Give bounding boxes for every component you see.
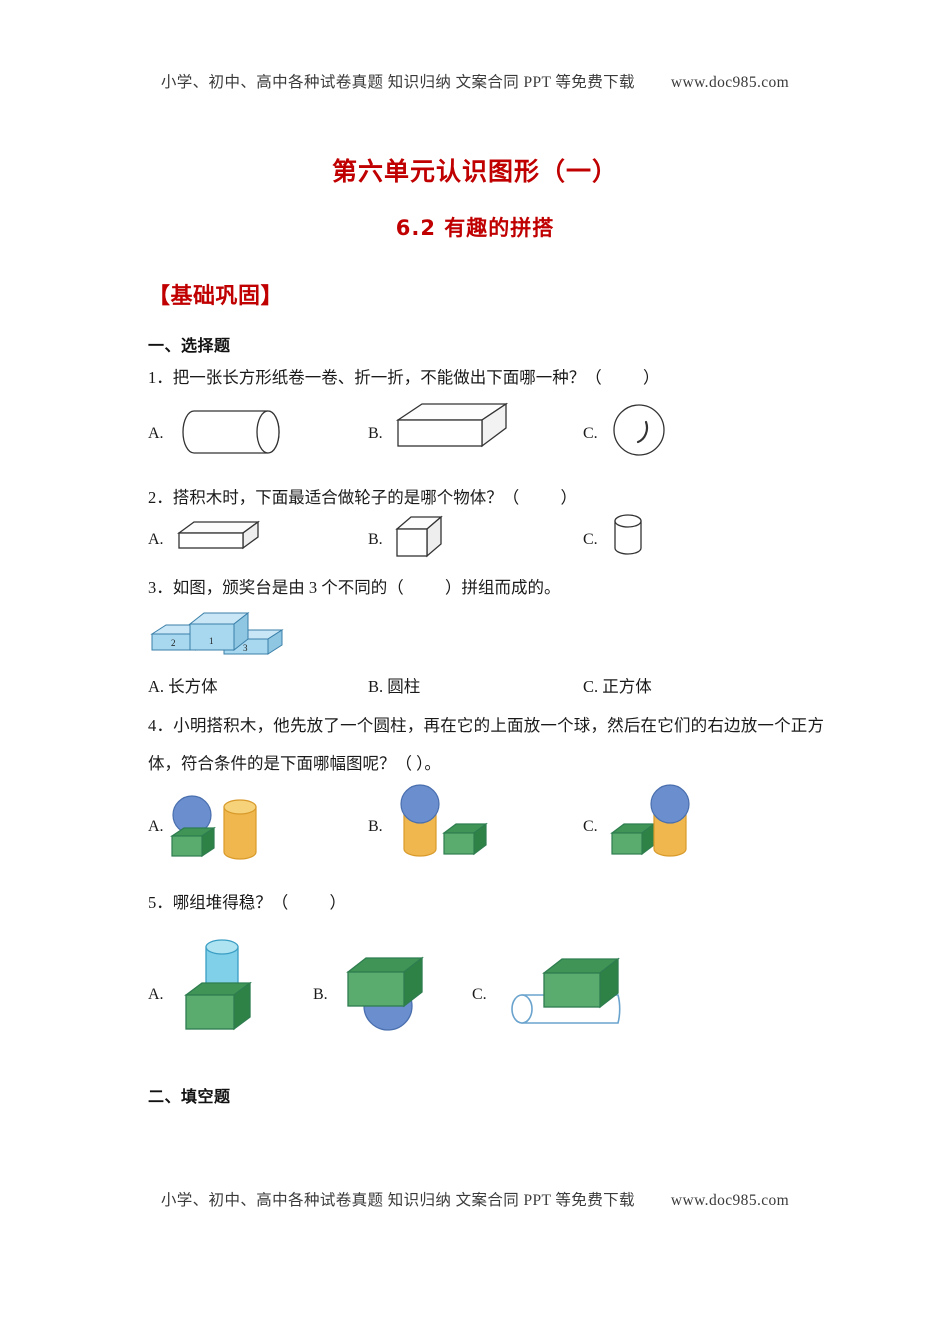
q3-option-c[interactable]: C. 正方体 [583, 673, 652, 697]
watermark-bottom-text: 小学、初中、高中各种试卷真题 知识归纳 文案合同 PPT 等免费下载 [160, 1192, 635, 1209]
section-basic-heading: 【基础巩固】 [148, 284, 284, 309]
q2-option-c-label[interactable]: C. [583, 531, 598, 548]
q1-option-c-shape-sphere-outline [608, 400, 670, 460]
q1-option-b-shape-cuboid [392, 398, 512, 460]
q3-option-b-text: 圆柱 [387, 677, 421, 696]
q3-option-a-text: 长方体 [168, 677, 218, 696]
question-1-text: 1．把一张长方形纸卷一卷、折一折，不能做出下面哪一种？（ ） [148, 368, 660, 387]
q3-option-a-label: A. [148, 677, 165, 696]
q4-option-a-shape [164, 792, 270, 864]
q5-option-a-label[interactable]: A. [148, 986, 164, 1003]
question-5-text: 5．哪组堆得稳？（ ） [148, 893, 346, 912]
watermark-top-url: www.doc985.com [670, 74, 790, 91]
q1-option-c-label[interactable]: C. [583, 425, 598, 442]
q3-option-b-label: B. [368, 677, 384, 696]
q3-option-c-label: C. [583, 677, 599, 696]
podium-block-label-3: 3 [243, 643, 248, 653]
watermark-bottom: 小学、初中、高中各种试卷真题 知识归纳 文案合同 PPT 等免费下载 www.do… [0, 1188, 950, 1210]
q5-option-b-label[interactable]: B. [313, 986, 328, 1003]
q4-option-c-shape [604, 783, 714, 865]
q4-option-b-shape [386, 783, 496, 865]
q4-option-a-label[interactable]: A. [148, 818, 164, 835]
q3-option-a[interactable]: A. 长方体 [148, 673, 218, 697]
q4-option-c-label[interactable]: C. [583, 818, 598, 835]
unit-title: 第六单元认识图形（一） [331, 157, 618, 186]
q3-option-b[interactable]: B. 圆柱 [368, 673, 420, 697]
q1-option-a-label[interactable]: A. [148, 425, 164, 442]
q5-option-c-shape [500, 945, 650, 1040]
podium-block-label-1: 1 [209, 636, 214, 646]
q1-option-a-shape-cylinder-horizontal [180, 405, 285, 460]
q2-option-b-label[interactable]: B. [368, 531, 383, 548]
question-3-text: 3．如图，颁奖台是由 3 个不同的（ ）拼组而成的。 [148, 578, 561, 597]
section-fill-heading: 二、填空题 [148, 1087, 231, 1106]
q2-option-a-shape-cuboid-flat [174, 515, 266, 560]
question-4-text: 4．小明搭积木，他先放了一个圆柱，再在它的上面放一个球，然后在它们的右边放一个正… [148, 716, 824, 773]
watermark-top-text: 小学、初中、高中各种试卷真题 知识归纳 文案合同 PPT 等免费下载 [160, 74, 635, 91]
q3-option-c-text: 正方体 [602, 677, 652, 696]
podium-block-label-2: 2 [171, 638, 176, 648]
q5-option-c-label[interactable]: C. [472, 986, 487, 1003]
q2-option-c-shape-cylinder-vertical [608, 510, 650, 562]
q1-option-b-label[interactable]: B. [368, 425, 383, 442]
q3-podium-image: 2 3 1 [148, 608, 286, 660]
q5-option-a-shape [172, 925, 272, 1035]
section-choice-heading: 一、选择题 [148, 336, 231, 355]
watermark-top: 小学、初中、高中各种试卷真题 知识归纳 文案合同 PPT 等免费下载 www.do… [0, 70, 950, 92]
question-2-text: 2．搭积木时，下面最适合做轮子的是哪个物体？（ ） [148, 488, 577, 507]
q2-option-a-label[interactable]: A. [148, 531, 164, 548]
q5-option-b-shape [336, 940, 441, 1040]
q2-option-b-shape-cube [392, 512, 447, 564]
q4-option-b-label[interactable]: B. [368, 818, 383, 835]
watermark-bottom-url: www.doc985.com [670, 1192, 790, 1209]
lesson-title: 6.2 有趣的拼搭 [395, 216, 555, 240]
